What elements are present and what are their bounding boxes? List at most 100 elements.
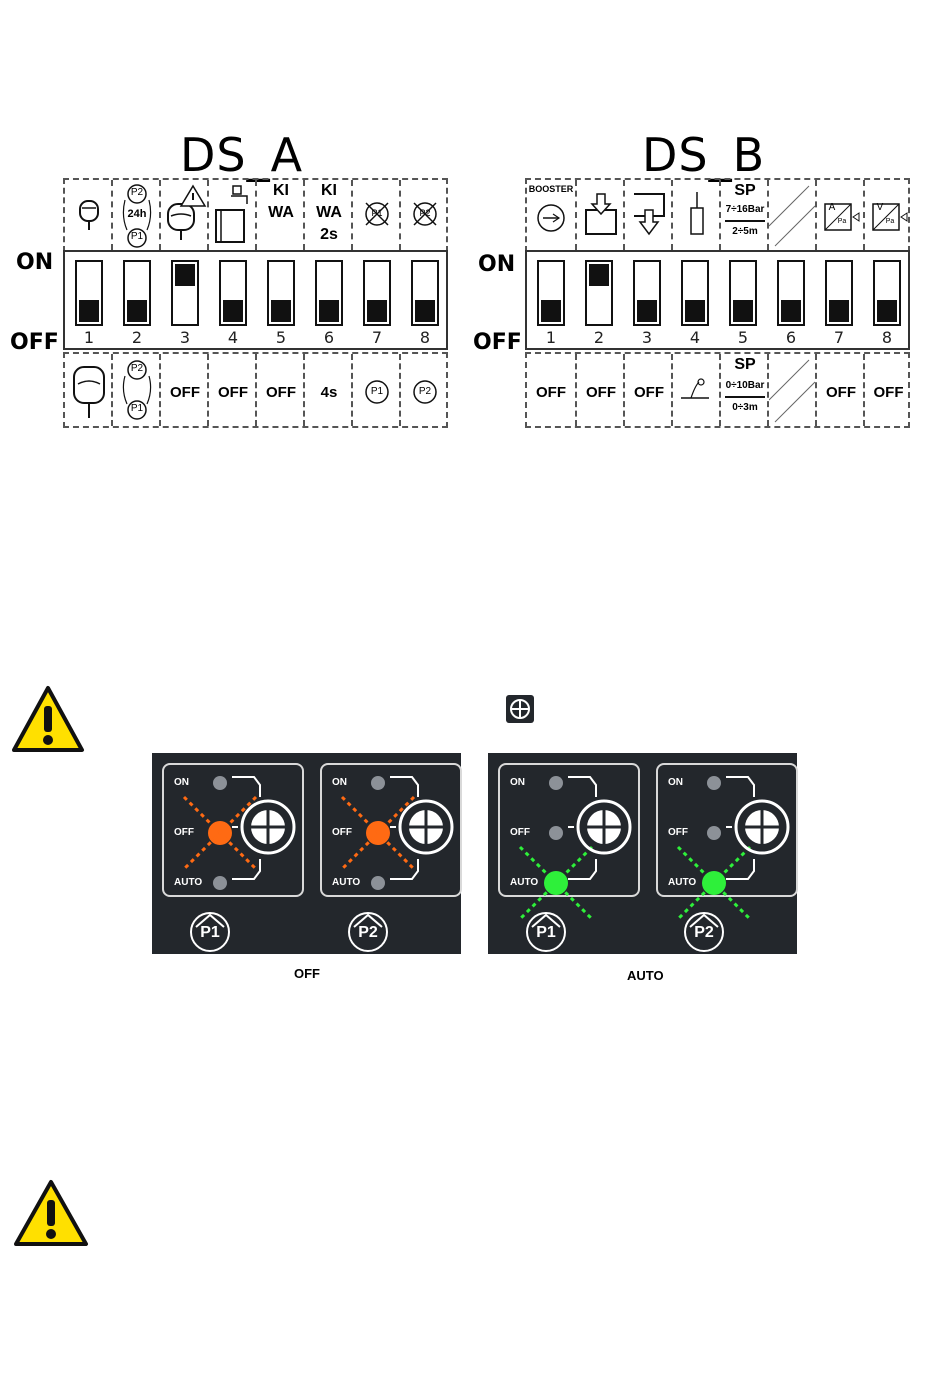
ds-a-dip-switch-7[interactable]: [363, 260, 391, 326]
tank-icon: [77, 198, 101, 232]
float-switch-icon: [679, 378, 715, 402]
ds-a-bot-alt-bot: P1: [127, 403, 147, 414]
led-on: [549, 776, 563, 790]
switch-knob: [223, 300, 243, 322]
led-on: [371, 776, 385, 790]
discharge-tank-icon: [631, 190, 667, 240]
ds-b-top-cell-7: A Pa: [815, 180, 863, 250]
ds-b-bottom-row: OFF OFF OFF SP 0÷10Bar 0÷3m OFF OFF: [525, 352, 910, 428]
ds-a-dip-switch-1[interactable]: [75, 260, 103, 326]
ds-a-bottom-6: 4s: [305, 384, 353, 401]
ds-a-switch-number: 2: [122, 328, 152, 347]
led-on: [707, 776, 721, 790]
ds-a-dip-switch-3[interactable]: [171, 260, 199, 326]
ds-b-dip-switch-6[interactable]: [777, 260, 805, 326]
ds-b-off-label: OFF: [473, 330, 522, 355]
ds-b-dip-switch-3[interactable]: [633, 260, 661, 326]
ds-b-top-cell-5: SP 7÷16Bar 2÷5m: [719, 180, 767, 250]
ds-a-dip-switch-5[interactable]: [267, 260, 295, 326]
ds-a-alt-24h: 24h: [121, 208, 153, 220]
ds-a-top-cell-6: KI WA 2s: [303, 180, 351, 250]
ds-b-sp-top: SP: [721, 182, 769, 200]
ds-b-bot-sp: SP: [721, 356, 769, 374]
panel-off: ONOFFAUTOP1ONOFFAUTOP2: [152, 753, 461, 954]
led-label-on: ON: [332, 777, 347, 788]
led-label-off: OFF: [510, 827, 530, 838]
ds-b-dip-switch-7[interactable]: [825, 260, 853, 326]
ds-a-alt-top: P2: [127, 187, 147, 198]
pump-label: P2: [347, 924, 389, 942]
ds-a-off-label: OFF: [10, 330, 59, 355]
ds-a-bottom-7: P1: [367, 386, 387, 397]
ds-a-switch-number: 4: [218, 328, 248, 347]
switch-knob: [637, 300, 657, 322]
led-label-on: ON: [668, 777, 683, 788]
unused-hatch: [769, 354, 815, 426]
ds-b-dip-switch-5[interactable]: [729, 260, 757, 326]
ds-a-switch-number: 3: [170, 328, 200, 347]
pump-label: P2: [683, 924, 725, 942]
selector-knob-icon: [506, 695, 534, 723]
ds-b-title: DS_B: [642, 128, 765, 182]
warning-icon: [12, 1178, 90, 1248]
led-off: [549, 826, 563, 840]
ds-b-voltage-v: V: [873, 202, 887, 213]
ds-a-top-cell-8: P2: [399, 180, 448, 250]
switch-knob: [781, 300, 801, 322]
ds-b-dip-switch-4[interactable]: [681, 260, 709, 326]
ds-b-dip-switch-8[interactable]: [873, 260, 901, 326]
ds-b-top-cell-4: [671, 180, 719, 250]
ds-b-top-cell-2: [575, 180, 623, 250]
selector-knob-icon[interactable]: [726, 769, 826, 889]
ds-a-on-label: ON: [16, 250, 53, 275]
ds-b-bot-range1: 0÷10Bar: [721, 380, 769, 391]
ds-a-switch-number: 1: [74, 328, 104, 347]
ds-a-kiwa-l2: WA: [257, 204, 305, 222]
ds-a-dip-switch-2[interactable]: [123, 260, 151, 326]
ds-b-switch-number: 8: [872, 328, 902, 347]
selector-knob-icon[interactable]: [232, 769, 332, 889]
caption-off: OFF: [294, 966, 320, 981]
ds-b-dip-switch-2[interactable]: [585, 260, 613, 326]
ds-a-top-cell-7: P1: [351, 180, 399, 250]
ds-a-dip-switch-8[interactable]: [411, 260, 439, 326]
ds-b-top-cell-6: [767, 180, 815, 250]
led-label-auto: AUTO: [174, 877, 202, 888]
tap-tank-icon: [213, 182, 255, 246]
switch-knob: [319, 300, 339, 322]
pump-label: P1: [189, 924, 231, 942]
ds-b-bot-range2: 0÷3m: [721, 402, 769, 413]
ds-b-bottom-8: OFF: [865, 384, 912, 401]
ds-a-dip-switch-6[interactable]: [315, 260, 343, 326]
ds-a-kiwa2s-l2: WA: [305, 204, 353, 222]
ds-a-bottom-row: P2 P1 OFF OFF OFF 4s P1 P2: [63, 352, 448, 428]
panel-auto: ONOFFAUTOP1ONOFFAUTOP2: [488, 753, 797, 954]
ds-a-top-cell-3: [159, 180, 207, 250]
switch-knob: [127, 300, 147, 322]
switch-knob: [175, 264, 195, 286]
suction-tank-icon: [583, 190, 619, 240]
led-label-off: OFF: [668, 827, 688, 838]
ds-a-dip-switch-4[interactable]: [219, 260, 247, 326]
ds-b-bottom-2: OFF: [577, 384, 625, 401]
ds-b-bottom-1: OFF: [527, 384, 575, 401]
caption-auto: AUTO: [627, 968, 664, 983]
ds-b-top-cell-8: V Pa: [863, 180, 910, 250]
led-auto: [213, 876, 227, 890]
ds-a-bottom-8: P2: [415, 386, 435, 397]
ds-b-dip-switch-1[interactable]: [537, 260, 565, 326]
selector-knob-icon[interactable]: [568, 769, 668, 889]
dry-run-tank-icon: [165, 184, 207, 244]
ds-a-bottom-4: OFF: [209, 384, 257, 401]
ds-a-bot-alt-top: P2: [127, 363, 147, 374]
led-auto: [371, 876, 385, 890]
ds-a-title: DS_A: [180, 128, 303, 182]
ds-a-switch-number: 7: [362, 328, 392, 347]
selector-knob-icon[interactable]: [390, 769, 490, 889]
led-on: [213, 776, 227, 790]
ds-b-sp-range1: 7÷16Bar: [721, 204, 769, 215]
switch-knob: [685, 300, 705, 322]
led-label-on: ON: [174, 777, 189, 788]
switch-knob: [79, 300, 99, 322]
